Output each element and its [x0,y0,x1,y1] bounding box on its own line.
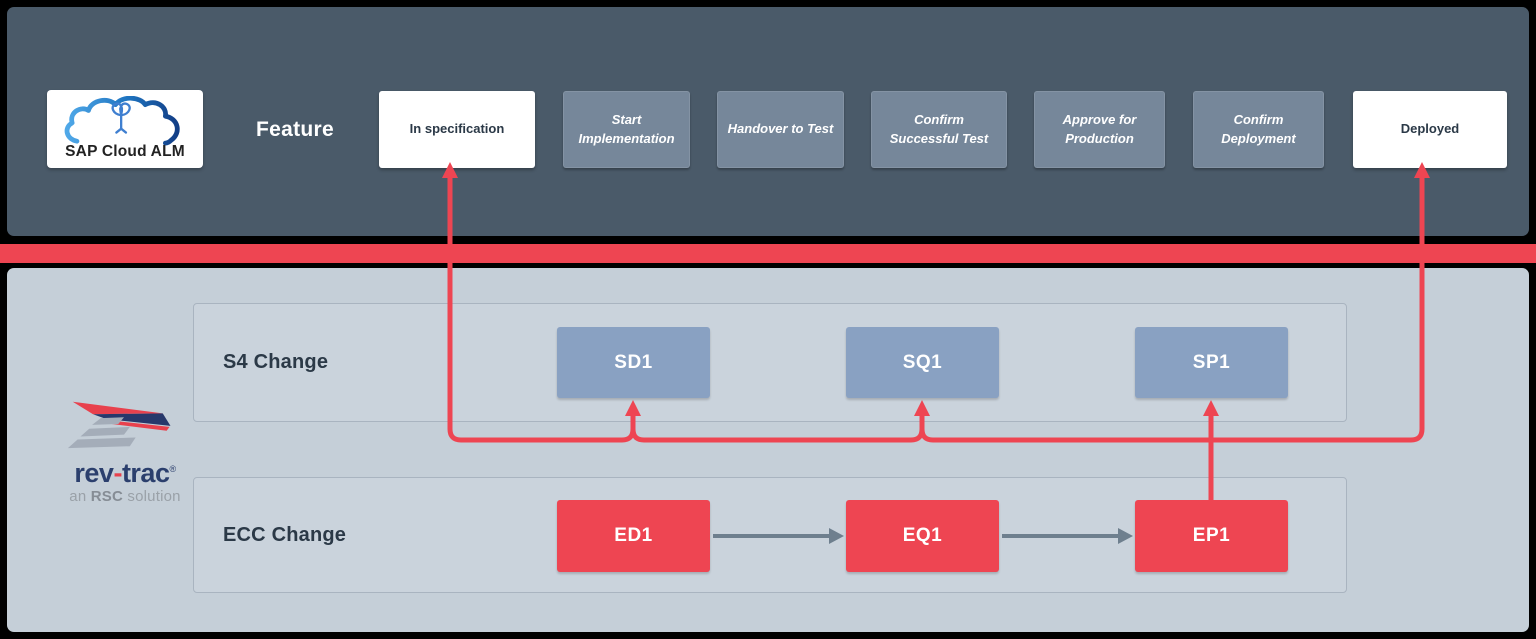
node-ed1: ED1 [557,500,710,572]
red-divider-band [0,244,1536,263]
node-eq1: EQ1 [846,500,999,572]
revtrac-logo-mark [67,401,171,449]
revtrac-wordmark: rev-trac® [74,458,176,488]
stage-start-implementation: Start Implementation [563,91,690,168]
sap-cloud-alm-label: SAP Cloud ALM [65,143,185,160]
stage-confirm-deployment: Confirm Deployment [1193,91,1324,168]
s4-change-label: S4 Change [223,351,329,373]
revtrac-logo: rev-trac® an RSC solution [58,393,192,505]
stage-in-specification: In specification [379,91,535,168]
sap-cloud-alm-panel: SAP Cloud ALM Feature In specification S… [7,7,1529,236]
node-sq1: SQ1 [846,327,999,398]
sap-cloud-alm-logo: SAP Cloud ALM [47,90,203,168]
feature-lane-label: Feature [256,117,334,141]
node-sd1: SD1 [557,327,710,398]
node-ep1: EP1 [1135,500,1288,572]
stage-deployed: Deployed [1353,91,1507,168]
stage-handover-to-test: Handover to Test [717,91,844,168]
revtrac-tagline: an RSC solution [69,488,181,505]
ecc-change-label: ECC Change [223,523,347,546]
sprout-icon [111,102,131,134]
stage-confirm-successful-test: Confirm Successful Test [871,91,1007,168]
node-sp1: SP1 [1135,327,1288,398]
stage-approve-for-production: Approve for Production [1034,91,1165,168]
cloud-icon [64,96,180,146]
